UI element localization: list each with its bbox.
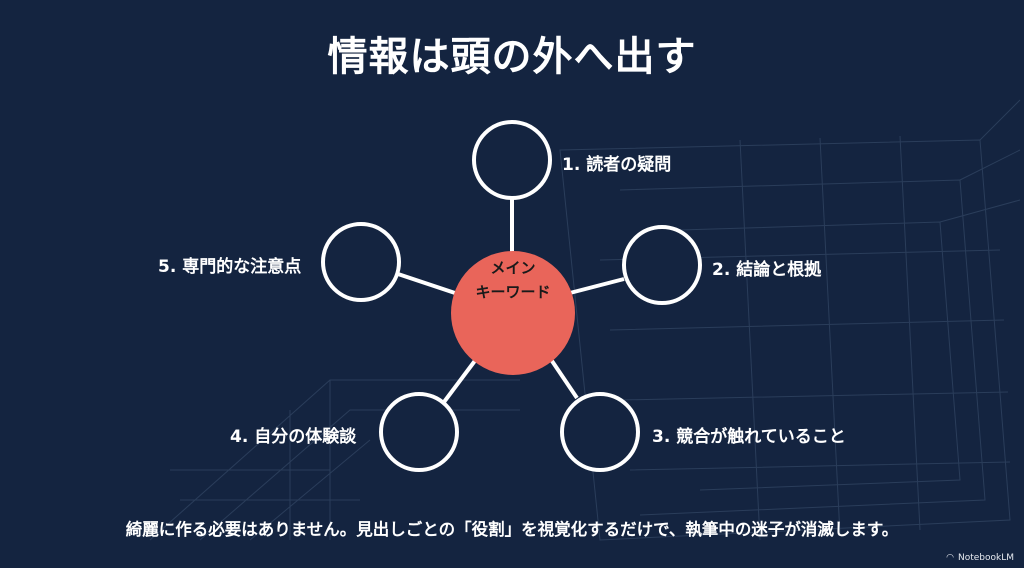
slide-title: 情報は頭の外へ出す: [327, 34, 697, 80]
slide-caption: 綺麗に作る必要はありません。見出しごとの「役割」を視覚化するだけで、執筆中の迷子…: [125, 520, 899, 539]
node-circle-5: [321, 222, 401, 302]
center-label-line2: キーワード: [475, 283, 551, 301]
center-node: [451, 251, 575, 375]
center-label-line1: メイン: [490, 259, 536, 277]
node-label-4: 4. 自分の体験談: [230, 427, 357, 447]
notebooklm-logo-icon: ◠: [946, 553, 954, 563]
node-circle-4: [379, 392, 459, 472]
node-circle-1: [472, 120, 552, 200]
node-label-5: 5. 専門的な注意点: [158, 257, 302, 277]
node-label-3: 3. 競合が触れていること: [652, 427, 846, 447]
brand-watermark: ◠ NotebookLM: [946, 553, 1014, 563]
node-label-2: 2. 結論と根拠: [712, 260, 822, 280]
connector-5: [397, 272, 459, 296]
connector-3: [548, 356, 579, 400]
node-circle-2: [622, 225, 702, 305]
connector-4: [442, 356, 479, 404]
connector-2: [565, 277, 625, 296]
brand-name: NotebookLM: [957, 553, 1014, 563]
node-circle-3: [560, 392, 640, 472]
node-label-1: 1. 読者の疑問: [562, 155, 672, 175]
center-label: メイン キーワード: [451, 256, 575, 304]
